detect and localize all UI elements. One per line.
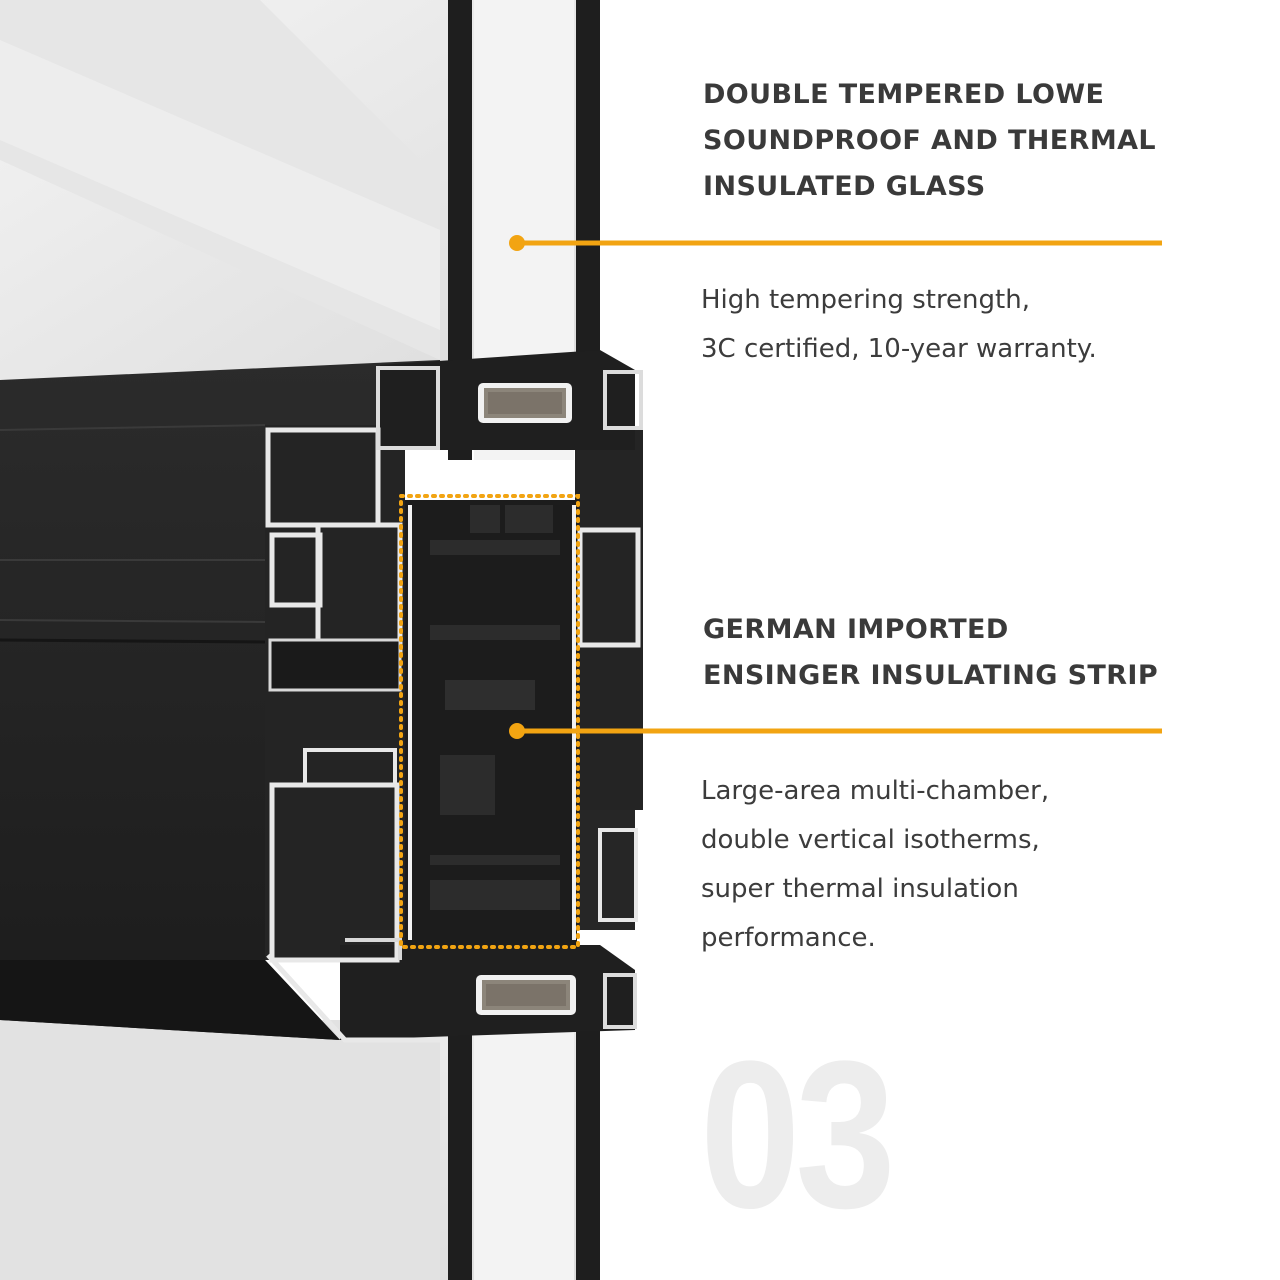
foam-spacer-top bbox=[478, 383, 572, 423]
glass-feature-description: High tempering strength, 3C certified, 1… bbox=[701, 285, 1097, 364]
glass-feature-heading: DOUBLE TEMPERED LOWE SOUNDPROOF AND THER… bbox=[703, 79, 1156, 202]
section-number: 03 bbox=[700, 1017, 896, 1252]
callout-line-strip bbox=[509, 723, 1162, 739]
insulating-strip bbox=[405, 500, 577, 945]
highlight-box bbox=[399, 494, 580, 949]
callout-line-glass bbox=[509, 235, 1162, 251]
foam-spacer-bottom bbox=[476, 975, 576, 1015]
strip-feature-heading: GERMAN IMPORTED ENSINGER INSULATING STRI… bbox=[703, 614, 1159, 691]
glass-panel-lower bbox=[0, 1020, 600, 1280]
strip-feature-description: Large-area multi-chamber, double vertica… bbox=[701, 776, 1050, 953]
